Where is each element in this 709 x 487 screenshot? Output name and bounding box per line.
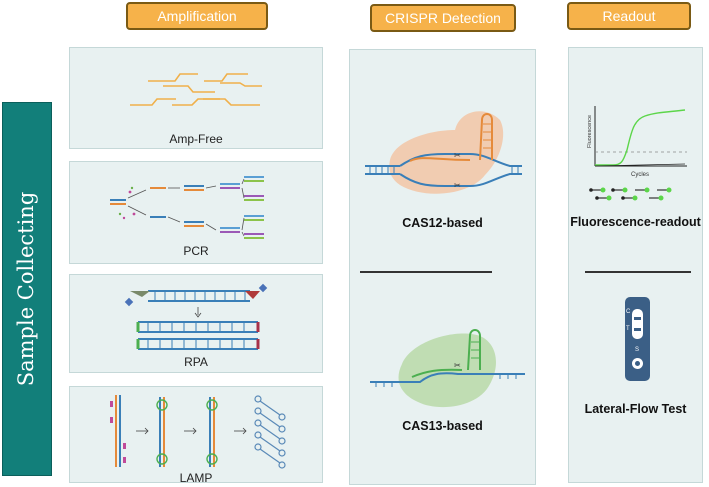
panel-amp-free: Amp-Free [69,47,323,149]
svg-text:✂: ✂ [454,361,461,370]
amp-free-label: Amp-Free [169,132,223,146]
header-readout: Readout [567,2,691,30]
cas12-complex-icon: ✂ ✂ [365,111,522,194]
readout-divider [585,271,691,273]
crispr-divider [360,271,492,273]
strip-s-label: S [635,347,640,353]
lateral-flow-label: Lateral-Flow Test [584,402,687,416]
pcr-cycle-icon [110,176,264,239]
strip-window [632,309,643,339]
sample-well [632,358,643,369]
test-line [634,328,641,331]
cas13-label: CAS13-based [402,419,483,433]
lamp-loop-icon [110,395,286,469]
fluorescence-plot: Fluorescence Cycles [587,106,687,178]
plot-xlabel: Cycles [631,172,649,178]
control-line [634,317,641,320]
panel-rpa: RPA [69,274,323,373]
plot-ylabel: Fluorescence [587,115,593,148]
header-crispr-label: CRISPR Detection [385,10,501,26]
strip-c-label: C [626,309,631,315]
panel-crispr: ✂ ✂ CAS12-based ✂ CAS13-based [349,49,536,485]
rpa-recombinase-icon [124,283,268,350]
header-amplification-label: Amplification [157,8,237,24]
fluorescence-readout-label: Fluorescence-readout [570,215,701,229]
svg-text:✂: ✂ [454,151,461,160]
lamp-label: LAMP [179,471,213,485]
panel-pcr: PCR [69,161,323,264]
rpa-label: RPA [184,355,208,369]
lateral-flow-strip: C T S [625,297,650,381]
svg-text:✂: ✂ [454,181,461,190]
amp-free-fragments-icon [130,73,262,106]
header-crispr-detection: CRISPR Detection [370,4,516,32]
header-amplification: Amplification [126,2,268,30]
cas12-label: CAS12-based [402,216,483,230]
sample-collecting-bar [2,102,52,476]
header-readout-label: Readout [602,8,656,24]
cas13-complex-icon: ✂ [370,329,525,408]
strip-t-label: T [626,326,630,332]
panel-lamp: LAMP [69,386,323,485]
panel-readout: Fluorescence Cycles Fluorescence-readout… [568,47,703,483]
reporter-probes-icon [589,187,672,201]
pcr-label: PCR [183,244,209,258]
sample-collecting-label: Sample Collecting [14,191,38,387]
